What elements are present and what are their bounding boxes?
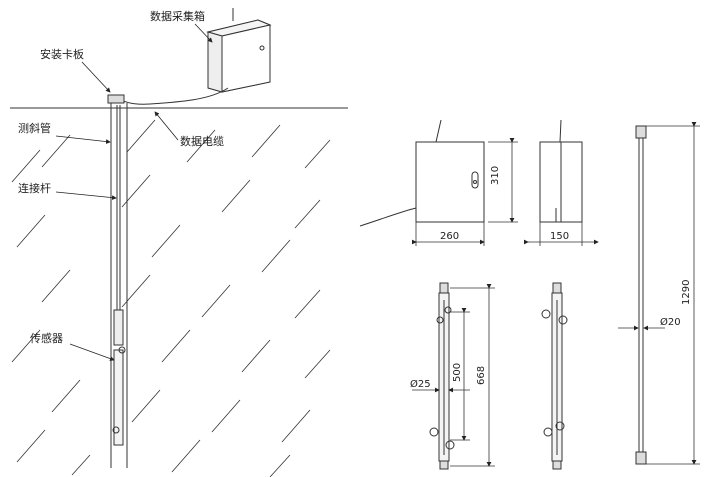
dim-sensor-total: 668 [476,366,487,385]
box-width-dimension [412,222,485,246]
label-sensor: 传感器 [30,332,63,345]
label-mount-plate: 安装卡板 [40,47,84,61]
sensor-side-view [541,282,568,470]
dim-sensor-wheel: 500 [452,363,463,382]
soil-section [10,107,348,477]
dim-rod-diameter: Ø20 [660,316,681,328]
leader-mount-plate [81,61,111,93]
inclinometer-tube-illustration [107,94,128,468]
leader-connecting-rod [55,191,117,200]
leader-data-box [194,23,213,43]
box-height-dimension [488,138,518,223]
leader-sensor [69,343,115,361]
label-inclinometer-tube: 测斜管 [18,121,51,135]
data-box-illustration [206,8,272,93]
connecting-rod-view [635,125,647,465]
dim-box-height: 310 [490,166,501,185]
box-front-view [359,119,485,227]
leader-inclinometer-tube [55,135,111,144]
box-depth-dimension [524,222,599,246]
sensor-length-dimensions [412,284,495,467]
box-side-view [539,119,583,223]
dim-rod-length: 1290 [681,280,692,305]
rod-dimensions [618,122,700,465]
leader-data-cable [154,111,179,141]
dim-box-depth: 150 [550,231,569,242]
box-cable [117,87,229,105]
label-connecting-rod: 连接杆 [18,181,51,195]
sensor-front-view [429,282,455,470]
label-data-cable: 数据电缆 [180,134,224,148]
dim-sensor-diameter: Ø25 [410,378,431,390]
label-data-box: 数据采集箱 [150,9,205,23]
dim-box-width: 260 [440,231,459,242]
